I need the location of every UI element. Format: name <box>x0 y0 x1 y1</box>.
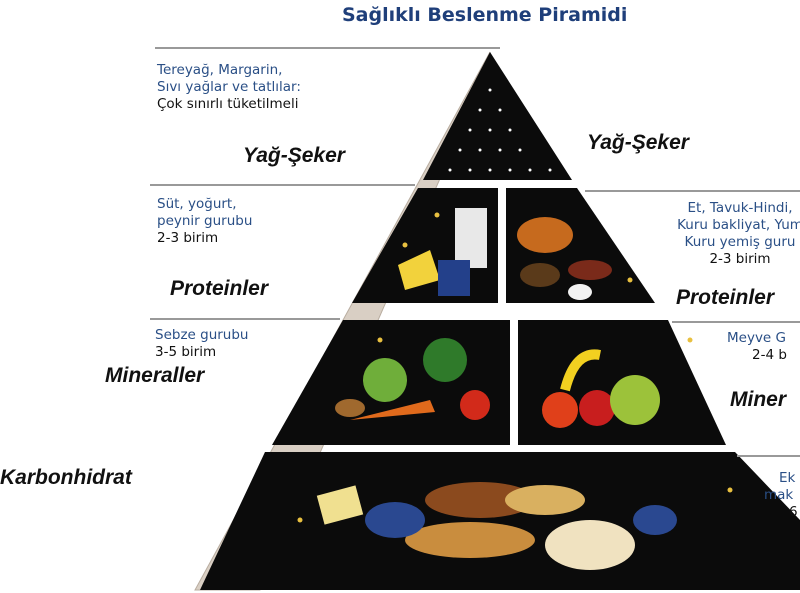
star-dots <box>448 88 552 172</box>
vegetable-foods <box>335 338 490 420</box>
fruit-foods <box>542 349 660 428</box>
divider <box>737 455 800 457</box>
fruits-line1: Meyve G <box>727 330 786 346</box>
vegetables-line2: 3-5 birim <box>155 344 217 360</box>
grains-line2: mak <box>764 487 794 503</box>
grains-line1: Ek <box>779 470 796 486</box>
dairy-line2: peynir gurubu <box>157 213 253 229</box>
divider <box>672 321 800 323</box>
meat-line1: Et, Tavuk-Hindi, <box>687 200 793 216</box>
gold-dots <box>297 212 733 523</box>
meat-label: Proteinler <box>676 286 775 309</box>
meat-line2: Kuru bakliyat, Yum <box>677 217 800 233</box>
page-title: Sağlıklı Beslenme Piramidi <box>342 4 628 26</box>
divider <box>150 184 415 186</box>
tier-fats <box>423 52 572 180</box>
fats-line3: Çok sınırlı tüketilmeli <box>157 96 299 112</box>
dairy-line1: Süt, yoğurt, <box>157 196 237 212</box>
vegetables-label: Mineraller <box>105 364 205 387</box>
dairy-label: Proteinler <box>170 277 269 300</box>
divider <box>585 190 800 192</box>
divider <box>155 47 500 49</box>
meat-description: Et, Tavuk-Hindi, Kuru bakliyat, Yum Kuru… <box>620 200 800 268</box>
meat-line3: Kuru yemiş guru <box>684 234 796 250</box>
fruits-description: Meyve G 2-4 b <box>727 330 787 364</box>
dairy-description: Süt, yoğurt, peynir gurubu 2-3 birim <box>157 196 252 247</box>
fats-line1: Tereyağ, Margarin, <box>157 62 283 78</box>
tier-grains <box>200 452 800 590</box>
fruits-label: Miner <box>730 388 787 411</box>
vegetables-line1: Sebze gurubu <box>155 327 249 343</box>
grains-line3: 6 <box>789 504 798 520</box>
fats-label-left: Yağ-Şeker <box>243 144 345 167</box>
dairy-line3: 2-3 birim <box>157 230 219 246</box>
grain-foods <box>316 482 677 570</box>
meat-line4: 2-3 birim <box>709 251 771 267</box>
fats-description: Tereyağ, Margarin, Sıvı yağlar ve tatlıl… <box>157 62 301 113</box>
dairy-foods <box>398 208 487 296</box>
meat-foods <box>517 217 612 300</box>
fats-label-right: Yağ-Şeker <box>587 131 689 154</box>
vegetables-description: Sebze gurubu 3-5 birim <box>155 327 249 361</box>
fruits-line2: 2-4 b <box>752 347 787 363</box>
grains-label: Karbonhidrat <box>0 466 132 489</box>
divider <box>150 318 340 320</box>
grains-description: Ek mak 6 <box>764 470 798 521</box>
fats-line2: Sıvı yağlar ve tatlılar: <box>157 79 301 95</box>
